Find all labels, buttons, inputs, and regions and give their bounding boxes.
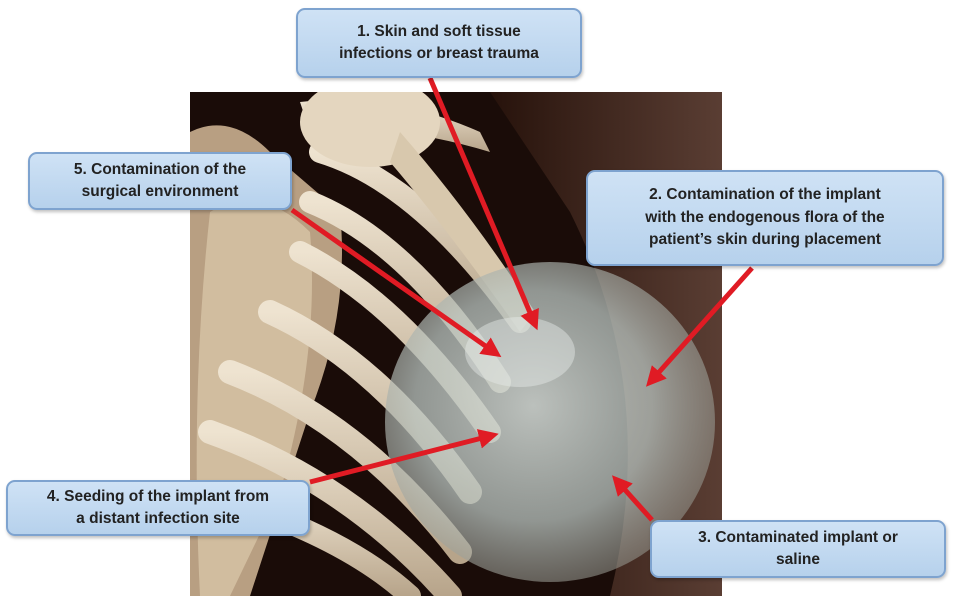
callout-1-line-1: 1. Skin and soft tissue bbox=[339, 21, 539, 43]
callout-contaminated-implant: 3. Contaminated implant or saline bbox=[650, 520, 946, 578]
callout-4-line-1: 4. Seeding of the implant from bbox=[47, 486, 269, 508]
callout-distant-infection-seeding: 4. Seeding of the implant from a distant… bbox=[6, 480, 310, 536]
callout-5-line-1: 5. Contamination of the bbox=[74, 159, 246, 181]
callout-2-line-3: patient’s skin during placement bbox=[645, 229, 884, 251]
callout-2-line-1: 2. Contamination of the implant bbox=[645, 184, 884, 206]
callout-surgical-environment: 5. Contamination of the surgical environ… bbox=[28, 152, 292, 210]
callout-5-line-2: surgical environment bbox=[74, 181, 246, 203]
callout-2-line-2: with the endogenous flora of the bbox=[645, 207, 884, 229]
callout-endogenous-skin-flora: 2. Contamination of the implant with the… bbox=[586, 170, 944, 266]
callout-4-line-2: a distant infection site bbox=[47, 508, 269, 530]
callout-skin-soft-tissue-infection: 1. Skin and soft tissue infections or br… bbox=[296, 8, 582, 78]
callout-3-line-1: 3. Contaminated implant or bbox=[698, 527, 898, 549]
callout-3-line-2: saline bbox=[698, 549, 898, 571]
callout-1-line-2: infections or breast trauma bbox=[339, 43, 539, 65]
